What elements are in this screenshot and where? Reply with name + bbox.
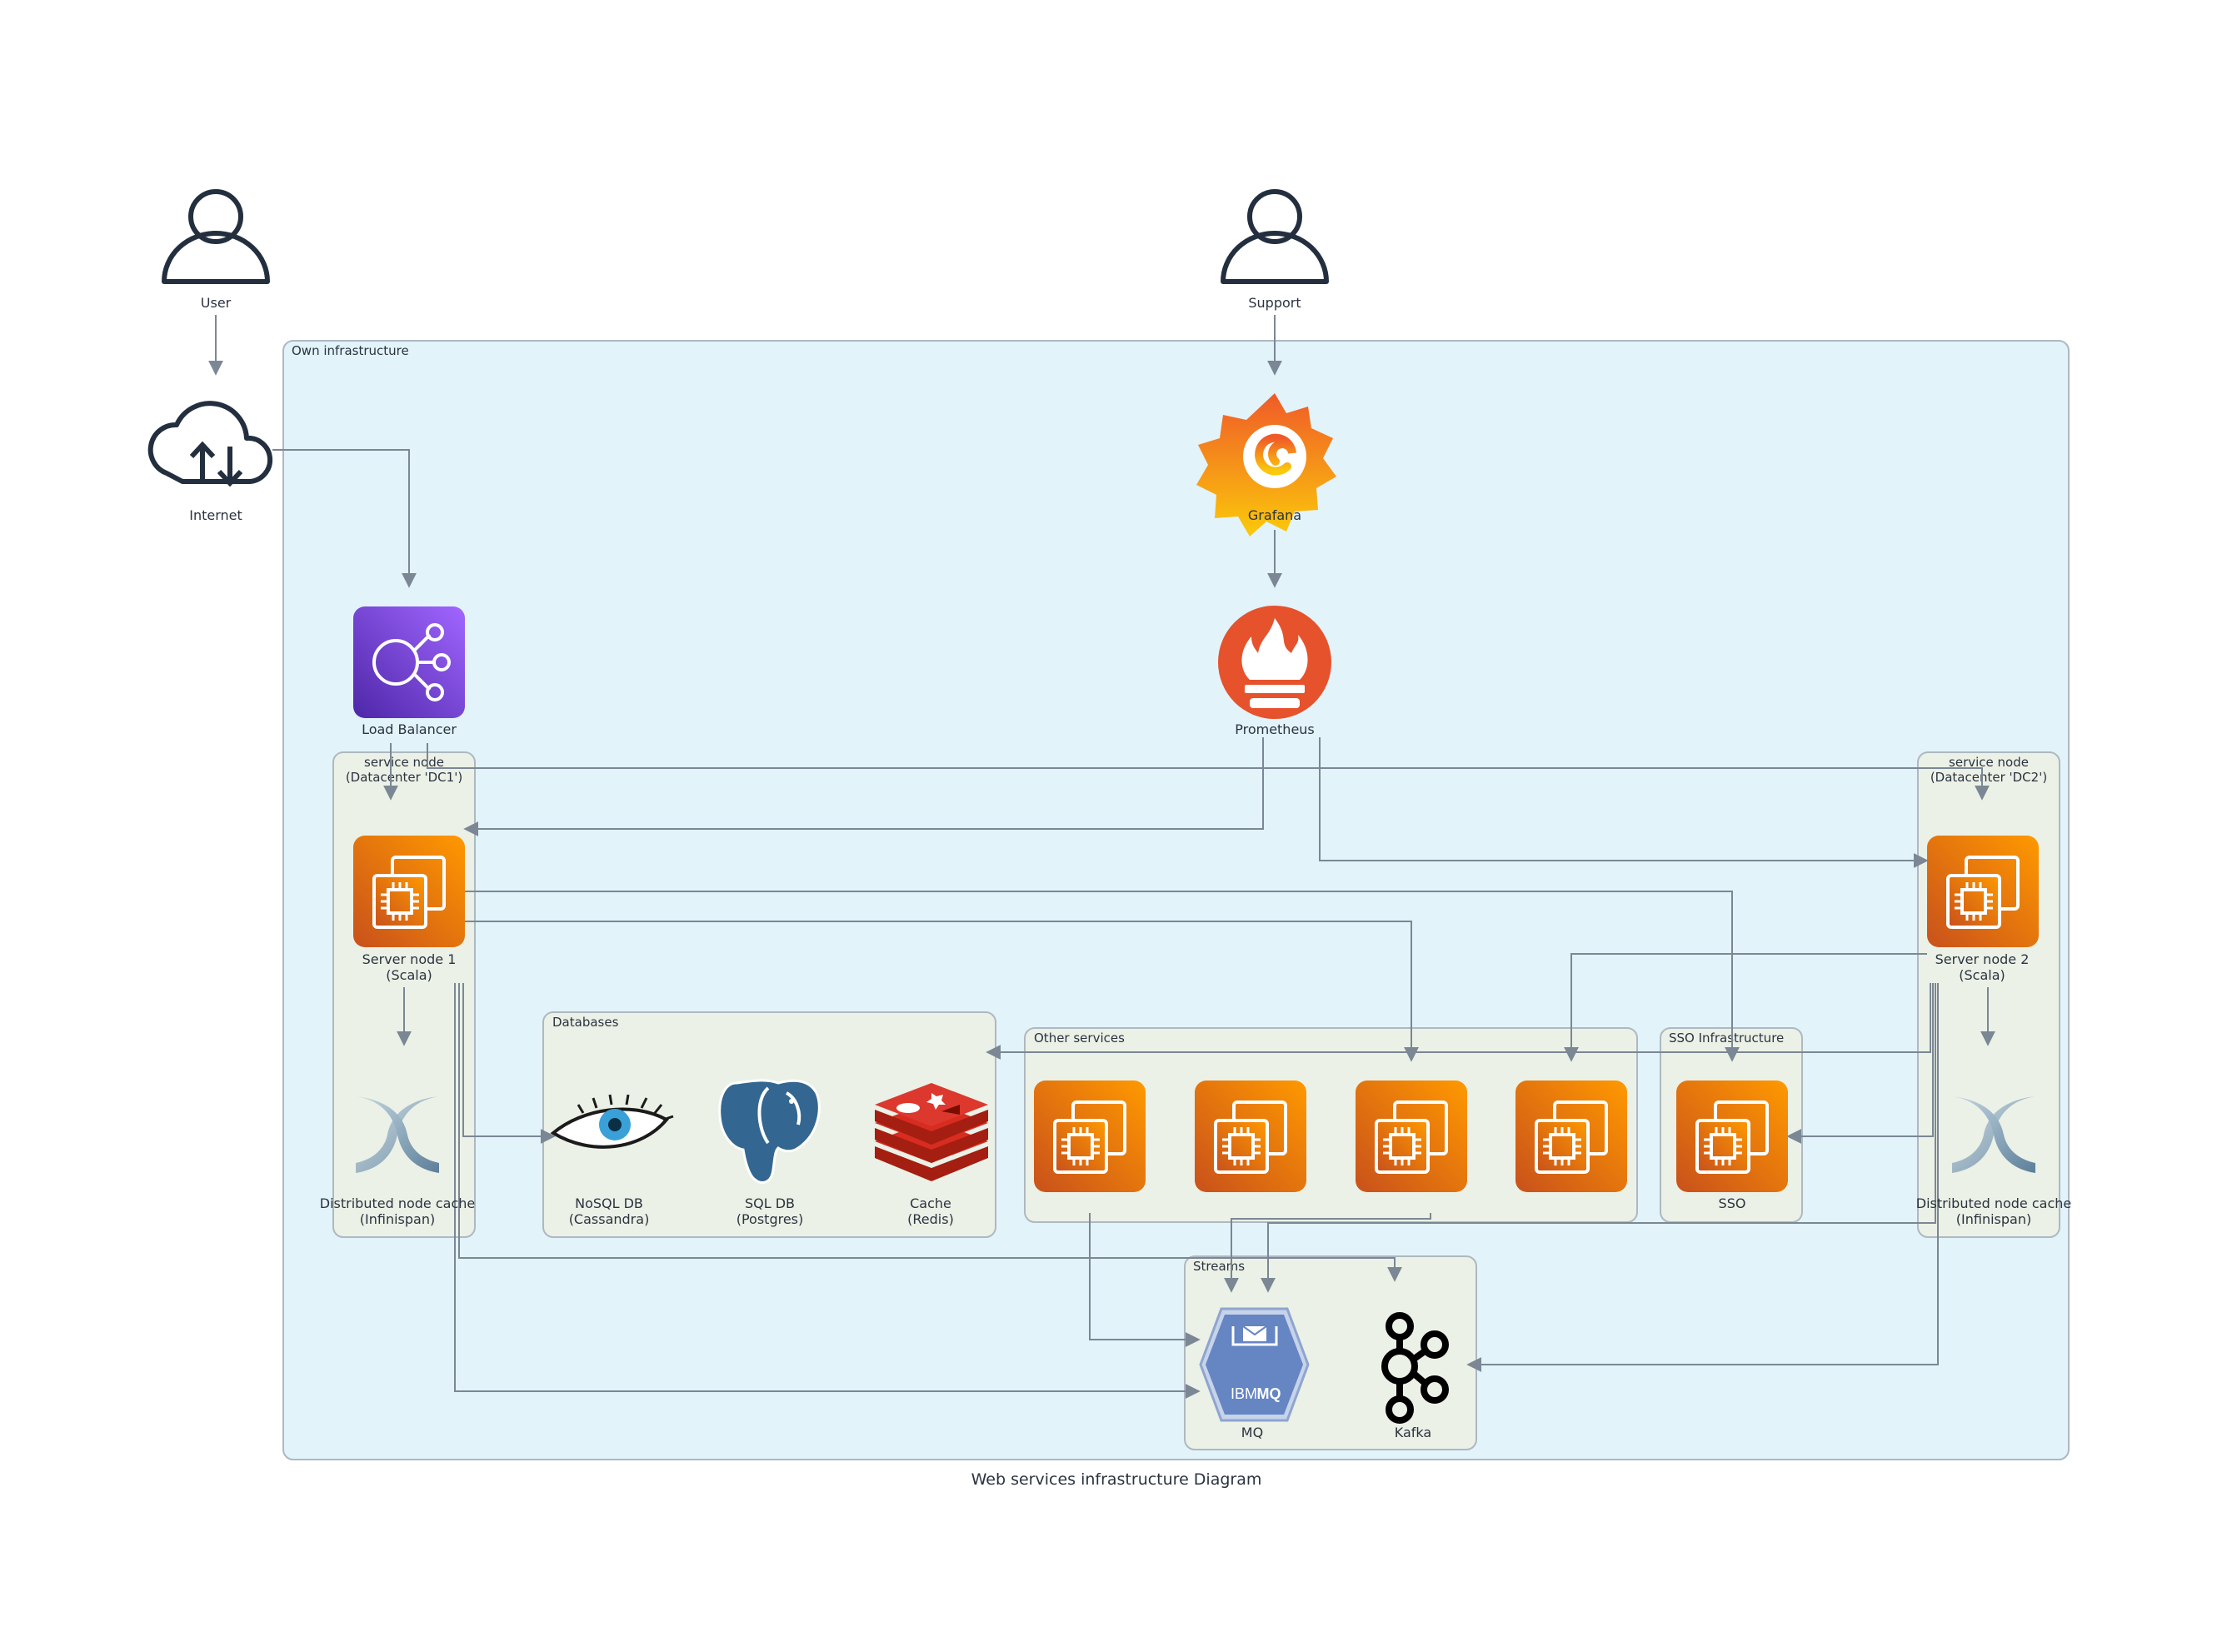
diagram-title: Web services infrastructure Diagram	[971, 1470, 1262, 1489]
nosql-db-title: NoSQL DB	[575, 1195, 643, 1211]
kafka-icon	[1381, 1312, 1449, 1424]
sso-icon	[1675, 1079, 1790, 1194]
internet-icon	[147, 401, 272, 487]
mq-label: MQ	[1241, 1425, 1263, 1440]
other-service-2-icon	[1193, 1079, 1308, 1194]
streams-label: Streams	[1193, 1259, 1245, 1274]
server-node-1-title: Server node 1	[362, 951, 457, 967]
support-label: Support	[1248, 295, 1301, 311]
other-services-label: Other services	[1034, 1031, 1125, 1046]
other-service-1-icon	[1032, 1079, 1147, 1194]
edge-service1-mq	[1089, 1213, 1201, 1347]
cassandra-icon	[550, 1094, 674, 1149]
sql-db-subtitle: (Postgres)	[737, 1211, 804, 1227]
ibm-mq-icon: IBM MQ	[1199, 1307, 1310, 1422]
databases-label: Databases	[552, 1015, 619, 1030]
server-node-2-title: Server node 2	[1935, 951, 2030, 967]
service-node-dc2-title: service node	[1949, 755, 2029, 770]
support-icon	[1223, 192, 1326, 282]
postgres-icon	[718, 1079, 821, 1184]
own-infrastructure-label: Own infrastructure	[292, 343, 409, 358]
edge-server1-kafka	[458, 983, 1402, 1282]
service-node-dc1-subtitle: (Datacenter 'DC1')	[346, 770, 462, 785]
cache-redis-title: Cache	[910, 1195, 951, 1211]
other-service-3-icon	[1354, 1079, 1469, 1194]
cache-redis-subtitle: (Redis)	[907, 1211, 954, 1227]
edge-server1-databases	[462, 983, 556, 1144]
grafana-icon	[1196, 393, 1336, 537]
internet-label: Internet	[189, 507, 242, 523]
sso-label: SSO	[1719, 1195, 1746, 1211]
other-service-4-icon	[1514, 1079, 1629, 1194]
cache-2-subtitle: (Infinispan)	[1956, 1211, 2031, 1227]
own-infrastructure-group	[282, 340, 2070, 1460]
load-balancer-icon	[353, 606, 465, 718]
service-node-dc2-subtitle: (Datacenter 'DC2')	[1930, 770, 2047, 785]
edge-service3-mq	[1224, 1213, 1431, 1293]
sql-db-title: SQL DB	[745, 1195, 795, 1211]
cache-1-title: Distributed node cache	[320, 1195, 475, 1211]
edge-server2-service4	[1564, 953, 1927, 1062]
mq-badge-ibm: IBM	[1231, 1385, 1257, 1402]
edge-server1-sso	[465, 891, 1740, 1062]
grafana-label: Grafana	[1248, 507, 1301, 523]
edge-prometheus-server1	[463, 737, 1264, 836]
server-node-1-subtitle: (Scala)	[386, 967, 432, 983]
cache-2-title: Distributed node cache	[1916, 1195, 2071, 1211]
edge-internet-lb	[272, 449, 417, 588]
prometheus-label: Prometheus	[1235, 721, 1315, 737]
edge-server1-service3	[465, 921, 1419, 1062]
prometheus-icon	[1218, 606, 1331, 719]
edge-server2-databases	[986, 983, 1931, 1060]
server-node-2-icon	[1925, 834, 2040, 949]
user-icon	[164, 192, 267, 282]
server-node-2-subtitle: (Scala)	[1959, 967, 2005, 983]
edges	[208, 315, 1995, 1399]
edge-server2-mq	[1261, 983, 1936, 1293]
redis-icon	[875, 1083, 988, 1181]
service-node-dc1-title: service node	[364, 755, 444, 770]
edge-server2-sso	[1786, 983, 1934, 1144]
nosql-db-subtitle: (Cassandra)	[569, 1211, 650, 1227]
edge-server2-kafka	[1466, 983, 1939, 1372]
sso-infrastructure-label: SSO Infrastructure	[1669, 1031, 1784, 1046]
edge-prometheus-server2	[1319, 737, 1929, 868]
edge-server1-mq	[454, 983, 1201, 1399]
edge-lb-dc2	[427, 743, 1990, 801]
server-node-1-icon	[352, 834, 467, 949]
mq-badge-mq: MQ	[1257, 1385, 1281, 1402]
user-label: User	[201, 295, 232, 311]
cache-1-subtitle: (Infinispan)	[360, 1211, 435, 1227]
load-balancer-label: Load Balancer	[362, 721, 457, 737]
kafka-label: Kafka	[1395, 1425, 1431, 1440]
